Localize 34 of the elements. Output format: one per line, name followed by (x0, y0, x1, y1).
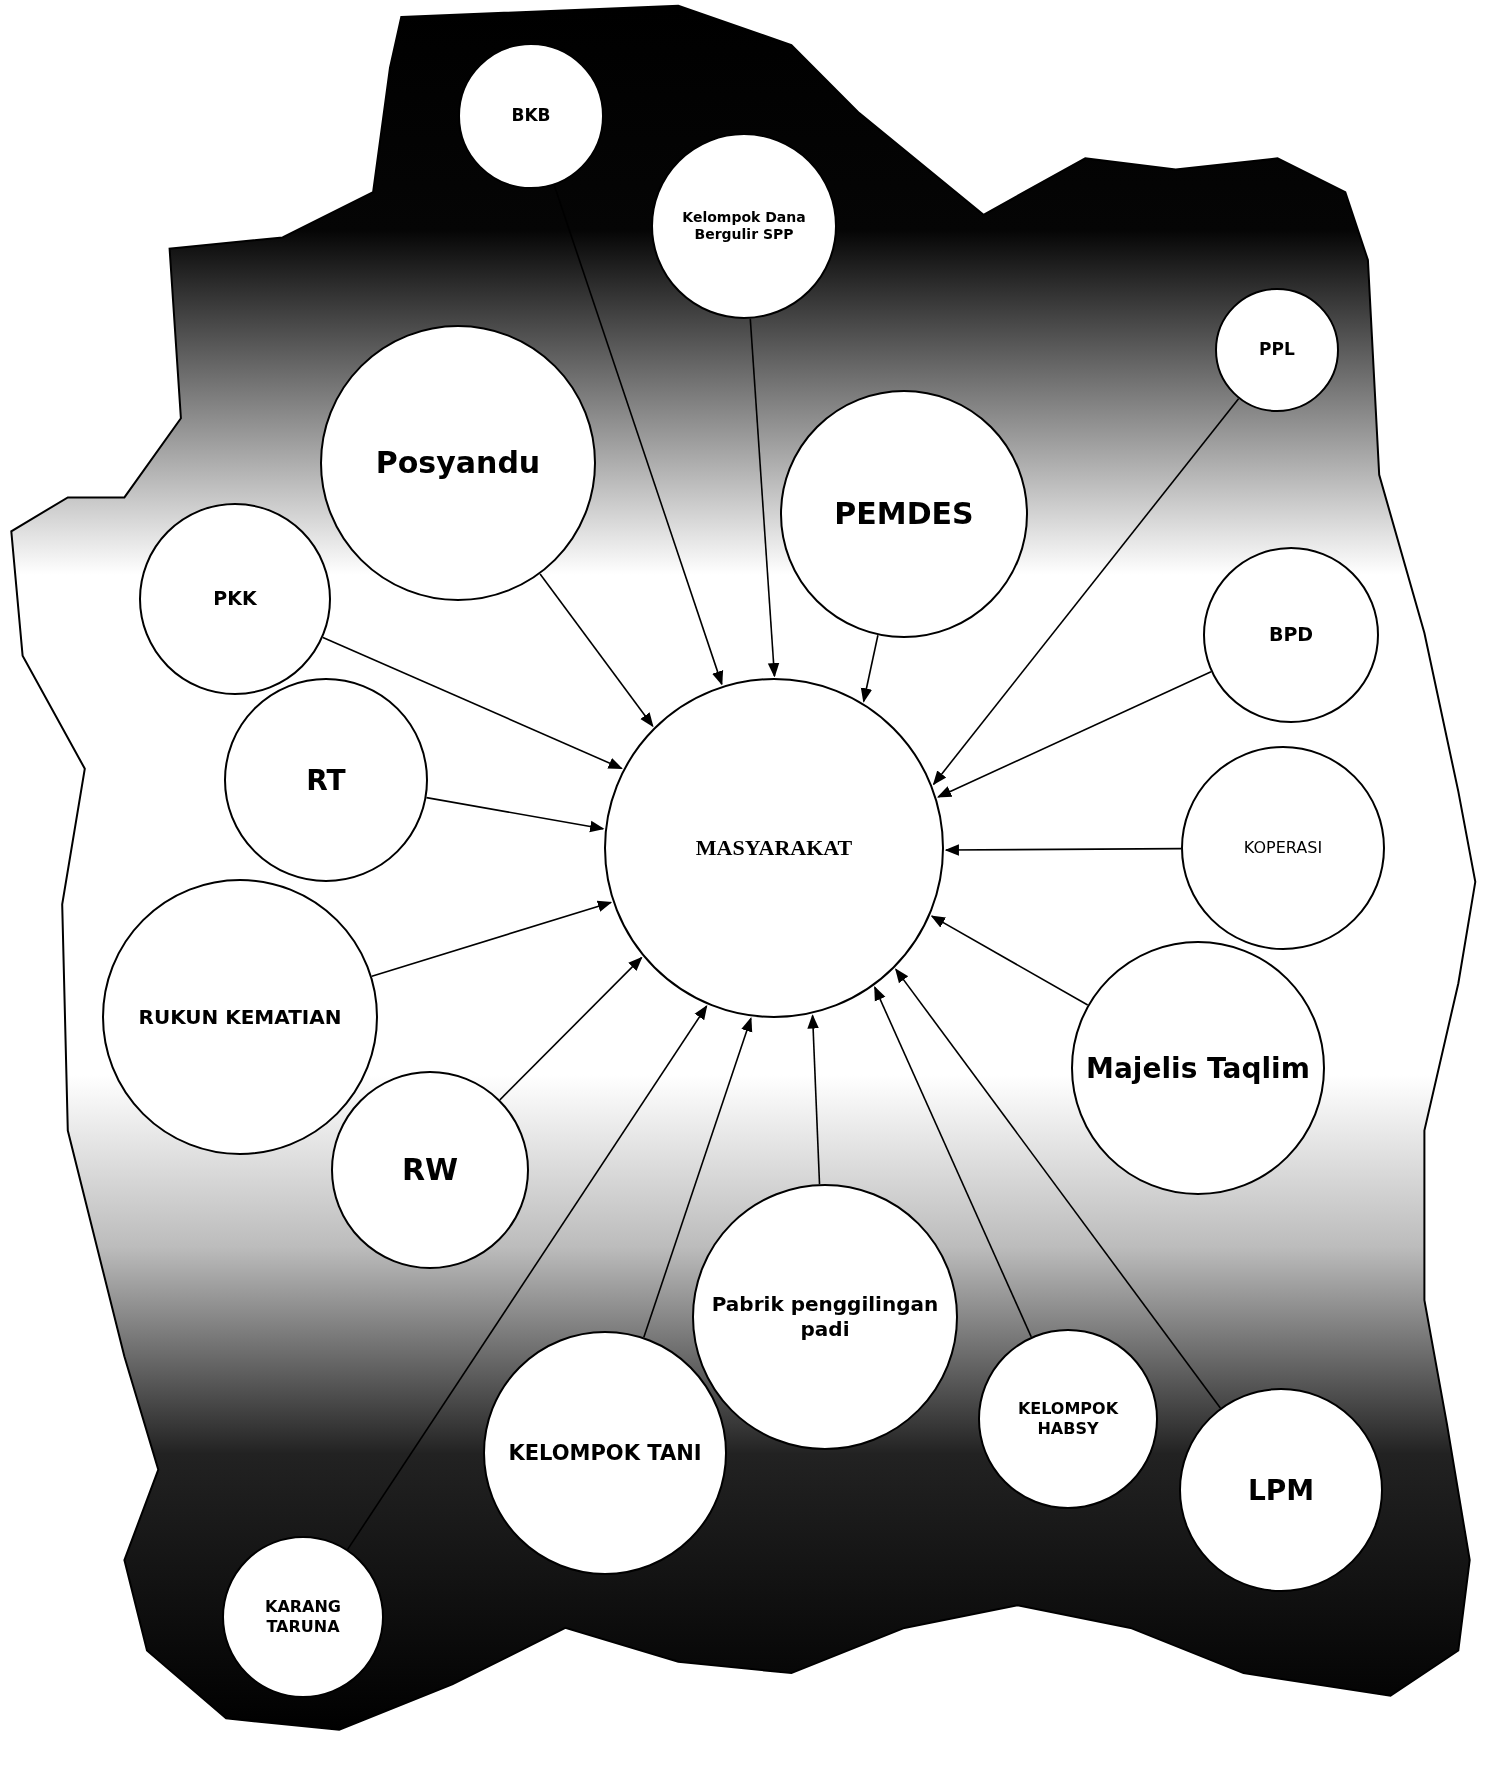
circle-label: BKB (511, 105, 551, 127)
circle-label: PEMDES (834, 495, 974, 533)
circle-label: PPL (1259, 339, 1295, 361)
circle-label: BPD (1268, 623, 1314, 647)
circle-label: Kelompok Dana Bergulir SPP (681, 208, 807, 244)
circle-label: MASYARAKAT (695, 834, 853, 862)
circle-label: KELOMPOK TANI (508, 1439, 702, 1467)
arrow (643, 1017, 753, 1339)
arrow (749, 318, 780, 678)
arrow (944, 844, 1182, 856)
circle-label: Posyandu (375, 444, 541, 482)
circle-label: KOPERASI (1243, 838, 1323, 858)
circle-label: Majelis Taqlim (1086, 1050, 1310, 1086)
arrow (346, 1005, 708, 1551)
circle-label: LPM (1247, 1472, 1315, 1508)
arrow (936, 670, 1212, 798)
circle-label: Pabrik penggilingan padi (710, 1292, 940, 1342)
arrow (807, 1014, 821, 1185)
arrow (322, 636, 623, 770)
circle-label: KELOMPOK HABSY (1016, 1399, 1120, 1439)
arrow (932, 397, 1240, 786)
arrow (371, 900, 613, 978)
arrow (874, 986, 1033, 1338)
arrow (499, 956, 643, 1101)
arrow (895, 968, 1222, 1409)
arrow (860, 634, 879, 703)
circle-label: KARANG TARUNA (264, 1597, 342, 1637)
arrow (539, 573, 654, 728)
circle-label: RUKUN KEMATIAN (138, 1004, 342, 1030)
arrow (930, 915, 1089, 1006)
circle-label: RW (401, 1151, 459, 1189)
arrow (425, 796, 605, 833)
circle-label: PKK (213, 587, 257, 611)
circle-label: RT (306, 762, 346, 798)
